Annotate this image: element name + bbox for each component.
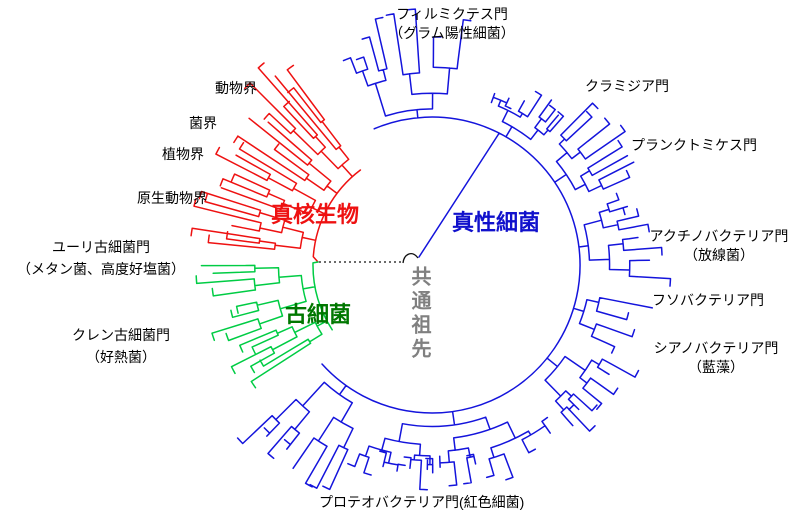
label-domain-archaea: 古細菌: [285, 302, 352, 327]
label-fungi: 菌界: [189, 115, 217, 131]
label-firmicutes-name: フィルミクテス門: [396, 6, 508, 22]
label-firmicutes-note: （グラム陽性細菌）: [389, 25, 515, 41]
label-protozoa: 原生動物界: [137, 190, 207, 206]
label-crenarchaeota-name: クレン古細菌門: [72, 327, 170, 343]
label-cyanobacteria: シアノバクテリア門 （藍藻）: [646, 339, 786, 377]
label-euryarchaeota-name: ユーリ古細菌門: [52, 239, 150, 255]
label-firmicutes: フィルミクテス門 （グラム陽性細菌）: [352, 5, 552, 43]
label-proteobacteria: プロテオバクテリア門(紅色細菌): [319, 494, 525, 510]
archaea-tree: [195, 261, 333, 389]
label-euryarchaeota: ユーリ古細菌門 （メタン菌、高度好塩菌）: [12, 238, 190, 279]
label-euryarchaeota-note: （メタン菌、高度好塩菌）: [17, 261, 185, 277]
label-actinobacteria: アクチノバクテリア門 （放線菌）: [640, 227, 798, 265]
label-crenarchaeota: クレン古細菌門 （好熱菌）: [45, 326, 197, 367]
label-crenarchaeota-note: （好熱菌）: [86, 349, 156, 365]
label-plantae: 植物界: [162, 146, 204, 162]
label-fusobacteria: フソバクテリア門: [652, 292, 764, 308]
eukaryote-tree: [190, 62, 362, 263]
label-actinobacteria-name: アクチノバクテリア門: [649, 228, 789, 244]
bacteria-tree: [236, 8, 672, 491]
label-cyanobacteria-note: （藍藻）: [688, 359, 744, 375]
root-arc-marker: [402, 253, 419, 264]
label-planctomycetes: プランクトミケス門: [631, 137, 757, 153]
label-domain-bacteria: 真性細菌: [452, 210, 541, 235]
label-domain-eukaryote: 真核生物: [271, 202, 360, 227]
label-cyanobacteria-name: シアノバクテリア門: [653, 340, 779, 356]
label-common-ancestor: 共通祖先: [408, 266, 430, 362]
label-chlamydiae: クラミジア門: [585, 78, 669, 94]
label-animalia: 動物界: [215, 80, 257, 96]
label-actinobacteria-note: （放線菌）: [684, 247, 754, 263]
